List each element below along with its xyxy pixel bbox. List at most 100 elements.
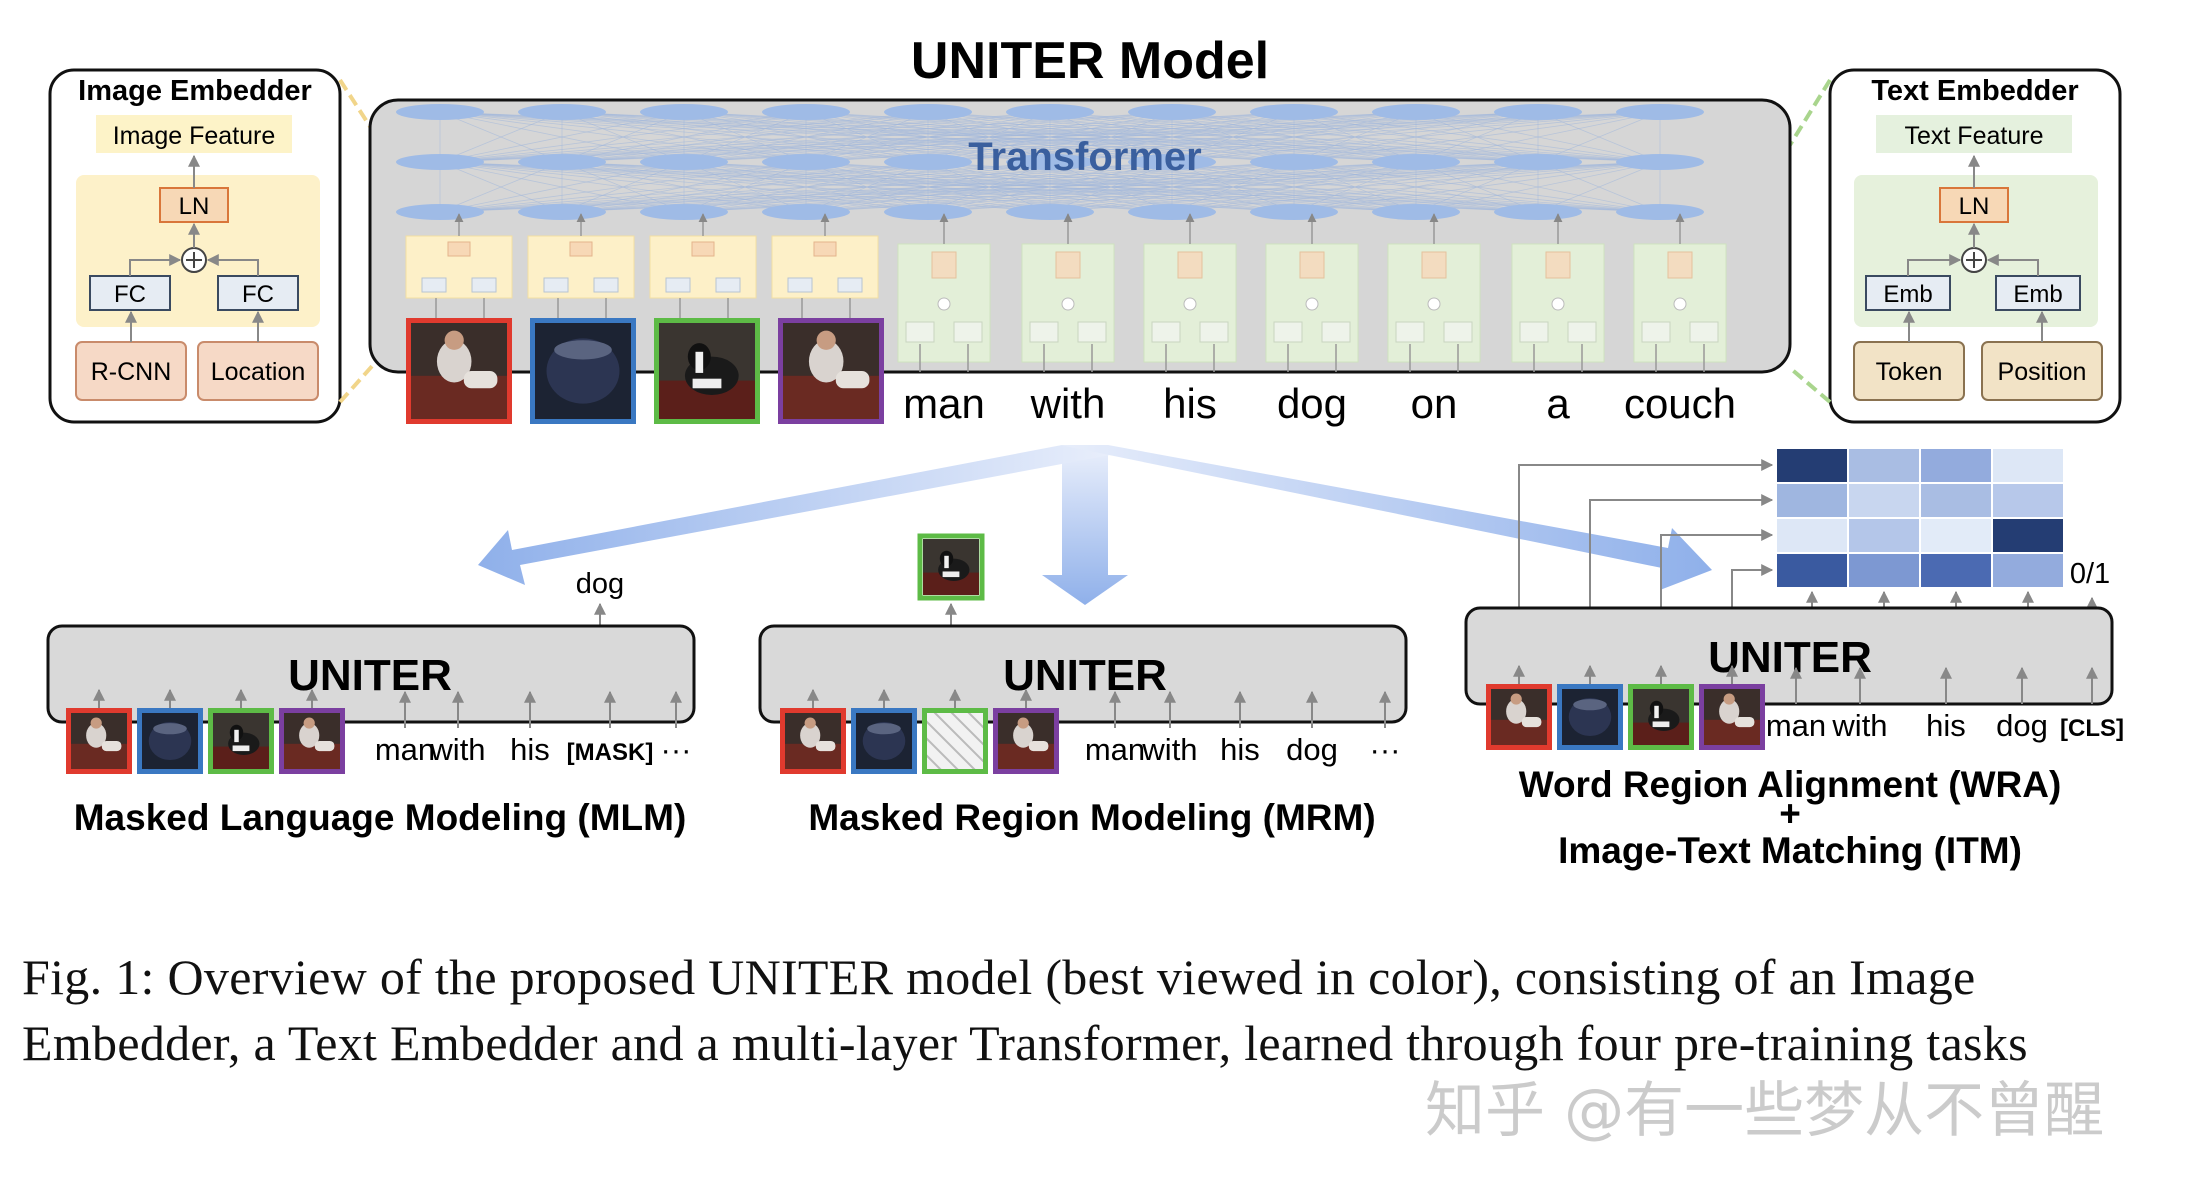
task-token: dog bbox=[1286, 732, 1338, 767]
transformer-node bbox=[884, 204, 972, 220]
mrm-task-name: Masked Region Modeling (MRM) bbox=[808, 797, 1375, 838]
text-embedding-cell bbox=[1387, 213, 1481, 372]
region-image-4 bbox=[778, 318, 884, 424]
transformer-node bbox=[1372, 104, 1460, 120]
transformer-label: Transformer bbox=[968, 135, 1201, 179]
image-ln-label: LN bbox=[179, 193, 210, 220]
transformer-node bbox=[396, 154, 484, 170]
transformer-node bbox=[762, 154, 850, 170]
matrix-cell bbox=[1775, 552, 1849, 589]
task-token: his bbox=[1926, 708, 1966, 743]
task-region-image bbox=[1628, 684, 1694, 750]
figure-caption: Fig. 1: Overview of the proposed UNITER … bbox=[22, 949, 2028, 1071]
task-token: with bbox=[1141, 732, 1197, 767]
wra-task-name: Word Region Alignment (WRA) bbox=[1519, 764, 2062, 805]
task-token: [CLS] bbox=[2060, 715, 2124, 742]
transformer-node bbox=[884, 104, 972, 120]
matrix-cell bbox=[1919, 517, 1993, 554]
mrm-uniter-label: UNITER bbox=[1003, 651, 1167, 700]
arrow-down bbox=[1042, 450, 1128, 605]
image-fc2-label: FC bbox=[242, 281, 274, 308]
location-label: Location bbox=[211, 358, 306, 386]
transformer-node bbox=[1128, 204, 1216, 220]
masked-region bbox=[922, 708, 988, 774]
task-region-image bbox=[1486, 684, 1552, 750]
matrix-cell bbox=[1775, 447, 1849, 484]
task-region-image bbox=[137, 708, 203, 774]
text-embedding-cell bbox=[1021, 213, 1115, 372]
task-region-image bbox=[1699, 684, 1765, 750]
task-region-image bbox=[993, 708, 1059, 774]
arrow-right bbox=[1060, 445, 1712, 590]
top-word-7: couch bbox=[1624, 380, 1736, 427]
transformer-node bbox=[1494, 204, 1582, 220]
transformer-node bbox=[762, 104, 850, 120]
text-embedding-cell bbox=[1511, 213, 1605, 372]
region-image-2 bbox=[530, 318, 636, 424]
task-arrows bbox=[478, 445, 1712, 605]
transformer-node bbox=[1006, 204, 1094, 220]
transformer-node bbox=[396, 204, 484, 220]
itm-task-name: Image-Text Matching (ITM) bbox=[1558, 830, 2022, 871]
transformer-node bbox=[1616, 154, 1704, 170]
matrix-cell bbox=[1991, 517, 2065, 554]
text-feature-label: Text Feature bbox=[1905, 122, 2044, 150]
top-word-3: his bbox=[1163, 380, 1217, 427]
matrix-cell bbox=[1847, 447, 1921, 484]
task-token: dog bbox=[1996, 708, 2048, 743]
text-embedder: Text Embedder Text Feature LN Emb Emb To… bbox=[1828, 68, 2122, 424]
rcnn-label: R-CNN bbox=[91, 358, 172, 386]
text-embedding-cell bbox=[1143, 213, 1237, 372]
image-embedding-cell bbox=[649, 213, 757, 318]
mlm-output-word: dog bbox=[576, 568, 624, 600]
transformer-node bbox=[1250, 104, 1338, 120]
text-embedding-cell bbox=[1633, 213, 1727, 372]
transformer-node bbox=[1494, 154, 1582, 170]
task-token: ··· bbox=[1370, 732, 1401, 767]
transformer-node bbox=[1250, 204, 1338, 220]
transformer-node bbox=[518, 104, 606, 120]
top-word-1: man bbox=[903, 380, 985, 427]
matrix-cell bbox=[1919, 552, 1993, 589]
token-label: Token bbox=[1876, 358, 1943, 386]
matrix-cell bbox=[1775, 482, 1849, 519]
task-region-image bbox=[208, 708, 274, 774]
task-region-image bbox=[851, 708, 917, 774]
image-embedding-cell bbox=[771, 213, 879, 318]
transformer-node bbox=[1006, 104, 1094, 120]
image-embedder: Image Embedder Image Feature LN FC FC R-… bbox=[48, 68, 342, 424]
text-embedder-title: Text Embedder bbox=[1871, 75, 2078, 107]
matrix-cell bbox=[1991, 552, 2065, 589]
matrix-cell bbox=[1991, 447, 2065, 484]
region-image-1 bbox=[406, 318, 512, 424]
plus-sign: + bbox=[1779, 793, 1801, 834]
task-region-image bbox=[780, 708, 846, 774]
itm-output-label: 0/1 bbox=[2070, 558, 2110, 590]
matrix-cell bbox=[1847, 482, 1921, 519]
image-embedding-cell bbox=[405, 213, 513, 318]
matrix-cell bbox=[1991, 482, 2065, 519]
transformer-node bbox=[762, 204, 850, 220]
task-token: man bbox=[1766, 708, 1826, 743]
transformer-node bbox=[1616, 204, 1704, 220]
wra-uniter-box bbox=[1464, 606, 2114, 706]
task-token: his bbox=[510, 732, 550, 767]
top-word-5: on bbox=[1411, 380, 1458, 427]
task-region-image bbox=[1557, 684, 1623, 750]
task-region-image bbox=[279, 708, 345, 774]
transformer-node bbox=[396, 104, 484, 120]
transformer-node bbox=[1128, 104, 1216, 120]
transformer-node bbox=[1128, 154, 1216, 170]
top-word-4: dog bbox=[1277, 380, 1347, 427]
text-emb1-label: Emb bbox=[1883, 281, 1932, 308]
matrix-cell bbox=[1775, 517, 1849, 554]
transformer-node bbox=[1250, 154, 1338, 170]
top-region-images bbox=[406, 318, 884, 424]
transformer-node bbox=[1006, 154, 1094, 170]
task-token: his bbox=[1220, 732, 1260, 767]
matrix-cell bbox=[1847, 517, 1921, 554]
